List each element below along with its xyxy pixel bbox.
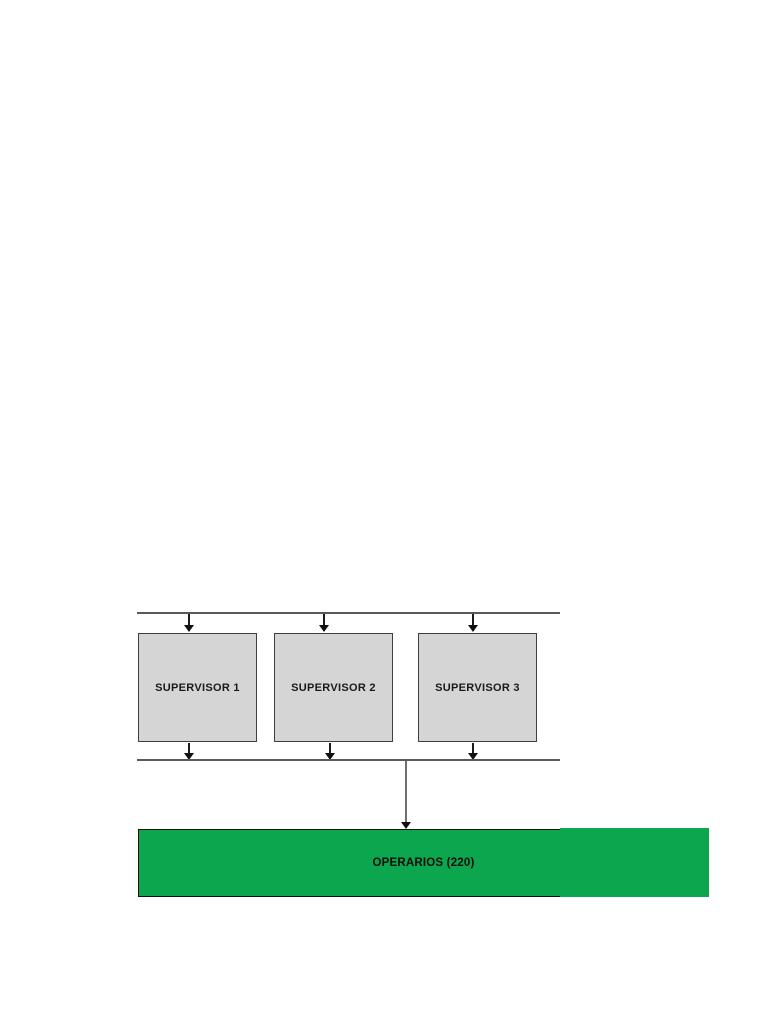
operators-label-layer: OPERARIOS (220) [138, 829, 709, 897]
arrowhead-down-icon [401, 822, 411, 829]
arrowhead-down-icon [468, 753, 478, 760]
top-connector-line [137, 612, 560, 614]
supervisor-3-box: SUPERVISOR 3 [418, 633, 537, 742]
operators-box-extension [560, 828, 709, 897]
arrow-stem-from-supervisor-2 [329, 743, 331, 754]
arrowhead-down-icon [467, 625, 478, 632]
operators-box [138, 829, 560, 897]
arrow-stem-from-supervisor-3 [472, 743, 474, 754]
arrowhead-down-icon [325, 753, 335, 760]
arrow-stem-to-supervisor-2 [322, 614, 325, 625]
arrow-stem-to-supervisor-1 [187, 614, 190, 625]
operators-label: OPERARIOS (220) [372, 857, 475, 869]
arrow-stem-to-supervisor-3 [471, 614, 474, 625]
arrow-stem-to-operators [405, 761, 407, 822]
supervisor-2-label: SUPERVISOR 2 [291, 681, 376, 694]
arrow-stem-from-supervisor-1 [188, 743, 190, 754]
arrowhead-down-icon [318, 625, 329, 632]
bottom-connector-line [137, 759, 560, 761]
supervisor-1-label: SUPERVISOR 1 [155, 681, 240, 694]
arrowhead-down-icon [184, 753, 194, 760]
supervisor-1-box: SUPERVISOR 1 [138, 633, 257, 742]
arrowhead-down-icon [183, 625, 194, 632]
supervisor-2-box: SUPERVISOR 2 [274, 633, 393, 742]
supervisor-3-label: SUPERVISOR 3 [435, 681, 520, 694]
